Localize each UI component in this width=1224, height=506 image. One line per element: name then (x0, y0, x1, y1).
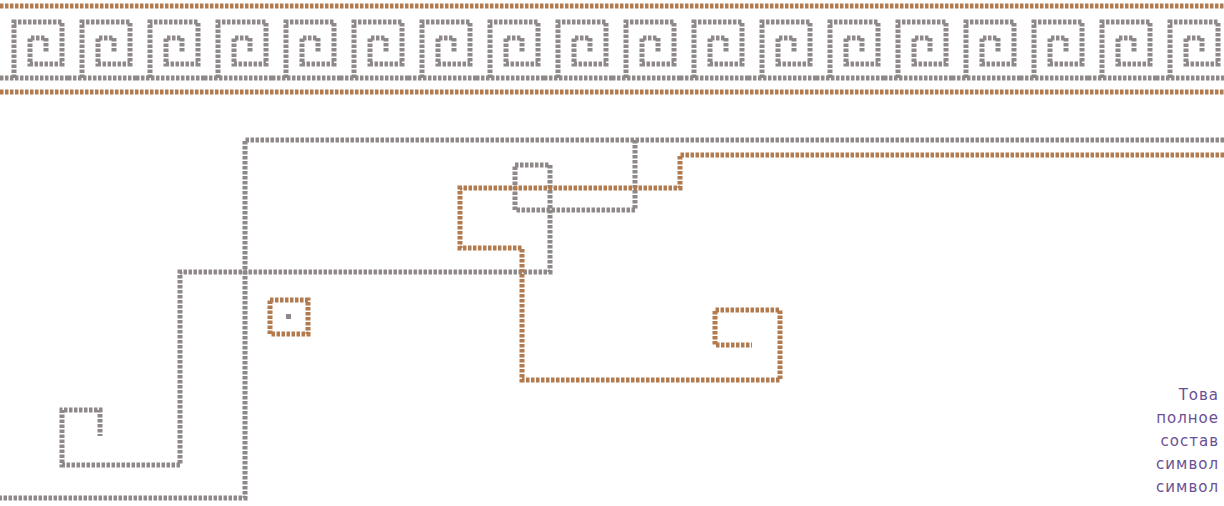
text-fragment: символ (1156, 478, 1219, 496)
text-fragment: Това (1179, 386, 1219, 404)
border-line (0, 4, 1224, 9)
text-fragment: состав (1161, 432, 1219, 450)
square-dot (286, 314, 291, 319)
text-fragment: символ (1156, 455, 1219, 473)
meander-line (0, 140, 1224, 498)
meander-line (460, 155, 1224, 380)
border-line (0, 90, 1224, 95)
meander-band (0, 18, 1224, 84)
small-square (270, 300, 308, 334)
text-fragment: полное (1156, 409, 1219, 427)
